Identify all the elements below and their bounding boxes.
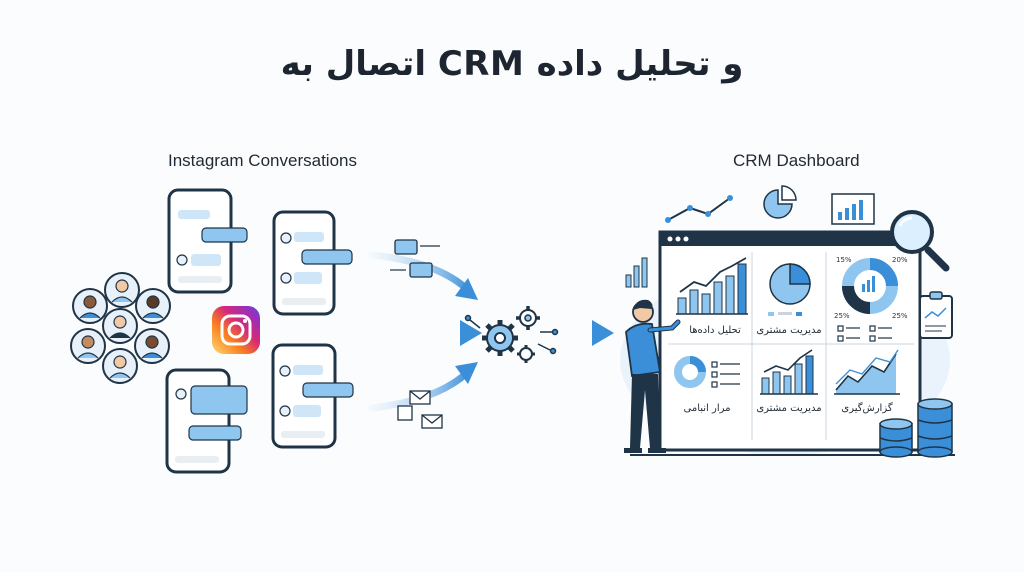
bar-chart-widget — [676, 257, 748, 315]
donut-chart-widget — [837, 258, 898, 342]
donut-percent-label: 25% — [834, 312, 850, 320]
instagram-icon — [212, 306, 260, 354]
magnifier-icon — [890, 210, 950, 272]
phone-mockup — [272, 210, 353, 316]
presenter-figure — [624, 299, 681, 453]
widget-label: مدیریت مشتری — [756, 403, 822, 414]
donut-percent-label: 25% — [892, 312, 908, 320]
avatar — [102, 308, 138, 344]
database-icon — [879, 398, 953, 458]
page-title: اتصال به CRM و تحلیل داده — [280, 44, 744, 84]
clipboard-icon — [919, 291, 953, 339]
avatar — [70, 328, 106, 364]
phone-mockup — [271, 343, 354, 449]
people-cluster — [70, 272, 171, 384]
widget-label: گزارش‌گیری — [841, 403, 893, 414]
phone-mockup — [165, 368, 248, 474]
avatar — [134, 328, 170, 364]
donut-percent-label: 20% — [892, 256, 908, 264]
dashboard-window — [630, 230, 955, 456]
flow-arrows — [366, 239, 482, 429]
donut-percent-label: 15% — [836, 256, 852, 264]
output-arrow — [552, 320, 614, 346]
avatar — [104, 272, 140, 308]
bar-chart-widget — [760, 349, 818, 395]
bar-icon — [625, 257, 648, 288]
widget-label: مرار انبامی — [683, 403, 731, 414]
widget-label: مدیریت مشتری — [756, 325, 822, 336]
message-card-icon — [390, 239, 440, 278]
envelope-icon — [397, 390, 443, 429]
instagram-section-label: Instagram Conversations — [168, 151, 357, 170]
crm-section-label: CRM Dashboard — [733, 151, 860, 170]
area-chart-widget — [834, 349, 900, 395]
avatar — [72, 288, 108, 324]
ring-chart-widget — [674, 356, 740, 388]
phone-mockup — [167, 188, 248, 294]
widget-label: تحلیل داده‌ها — [689, 325, 741, 336]
avatar — [102, 348, 138, 384]
avatar — [135, 288, 171, 324]
pie-chart-widget — [768, 263, 811, 316]
